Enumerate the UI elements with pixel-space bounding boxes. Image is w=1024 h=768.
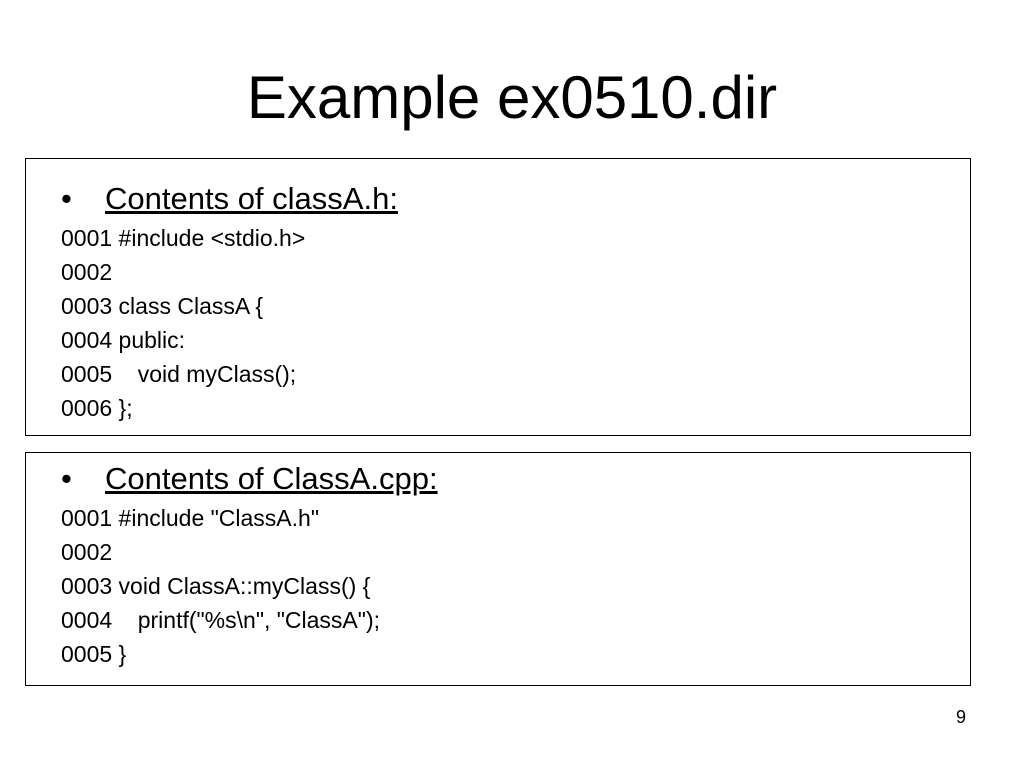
code-line: 0005 } (61, 641, 127, 667)
classa-cpp-box: • Contents of ClassA.cpp: 0001 #include "… (25, 452, 971, 686)
code-line: 0004 public: (61, 327, 186, 353)
slide-title: Example ex0510.dir (246, 64, 778, 131)
page-number: 9 (955, 707, 966, 727)
bullet-icon: • (61, 181, 72, 216)
box-heading-text: Contents of ClassA.cpp: (105, 461, 438, 496)
bullet-icon: • (61, 461, 72, 496)
box-heading-text: Contents of classA.h: (105, 181, 398, 216)
code-line: 0005 void myClass(); (61, 361, 297, 387)
code-line: 0003 void ClassA::myClass() { (61, 573, 371, 599)
code-line: 0006 }; (61, 395, 133, 421)
code-line: 0002 (61, 259, 113, 285)
box-heading: • Contents of ClassA.cpp: (61, 461, 438, 497)
box-heading: • Contents of classA.h: (61, 181, 398, 217)
code-line: 0004 printf("%s\n", "ClassA"); (61, 607, 380, 633)
classa-h-box: • Contents of classA.h: 0001 #include <st… (25, 158, 971, 436)
code-listing: 0001 #include "ClassA.h" 0002 0003 void … (61, 501, 380, 671)
code-listing: 0001 #include <stdio.h> 0002 0003 class … (61, 221, 305, 425)
code-line: 0001 #include <stdio.h> (61, 225, 306, 251)
code-line: 0003 class ClassA { (61, 293, 264, 319)
code-line: 0001 #include "ClassA.h" (61, 505, 319, 531)
code-line: 0002 (61, 539, 113, 565)
